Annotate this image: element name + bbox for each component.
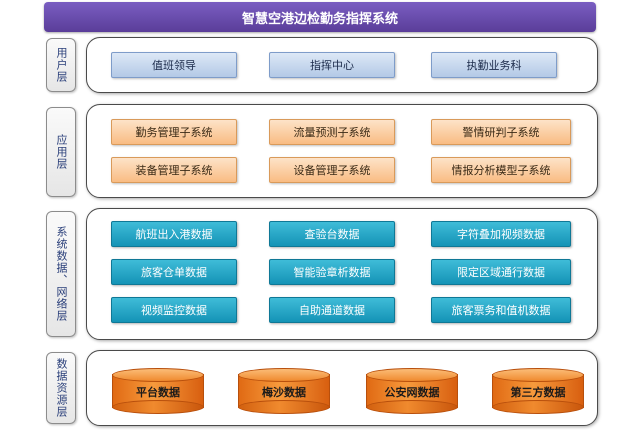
database-platform[interactable]: 平台数据 — [112, 368, 204, 414]
module-overlay-video-data[interactable]: 字符叠加视频数据 — [431, 221, 571, 247]
module-flow-forecast[interactable]: 流量预测子系统 — [269, 119, 395, 145]
layer-label-user: 用户层 — [46, 38, 76, 92]
layer-label-data-resource: 数据资源层 — [46, 352, 76, 424]
layer-label-application: 应用层 — [46, 107, 76, 197]
layer-label-data-network: 系统数据、网络层 — [46, 211, 76, 337]
database-meisha[interactable]: 梅沙数据 — [238, 368, 330, 414]
module-video-monitor-data[interactable]: 视频监控数据 — [111, 297, 237, 323]
layer-application: 勤务管理子系统 流量预测子系统 警情研判子系统 装备管理子系统 设备管理子系统 … — [86, 104, 598, 198]
database-third-party[interactable]: 第三方数据 — [492, 368, 584, 414]
database-icon — [112, 368, 204, 382]
module-equipment-management[interactable]: 装备管理子系统 — [111, 157, 237, 183]
module-duty-business-dept[interactable]: 执勤业务科 — [431, 52, 557, 78]
module-command-center[interactable]: 指挥中心 — [269, 52, 395, 78]
module-inspection-desk-data[interactable]: 查验台数据 — [269, 221, 395, 247]
database-icon — [238, 368, 330, 382]
module-flight-data[interactable]: 航班出入港数据 — [111, 221, 237, 247]
database-public-security[interactable]: 公安网数据 — [366, 368, 458, 414]
module-alert-analysis[interactable]: 警情研判子系统 — [431, 119, 571, 145]
module-restricted-area-data[interactable]: 限定区域通行数据 — [431, 259, 571, 285]
layer-data-network: 航班出入港数据 查验台数据 字符叠加视频数据 旅客仓单数据 智能验章析数据 限定… — [86, 208, 598, 340]
module-smart-stamp-data[interactable]: 智能验章析数据 — [269, 259, 395, 285]
module-intel-analysis-model[interactable]: 情报分析模型子系统 — [431, 157, 571, 183]
module-ticketing-checkin-data[interactable]: 旅客票务和值机数据 — [431, 297, 571, 323]
database-icon — [492, 368, 584, 382]
database-icon — [366, 368, 458, 382]
system-title: 智慧空港边检勤务指挥系统 — [44, 2, 596, 32]
module-duty-leader[interactable]: 值班领导 — [111, 52, 237, 78]
module-device-management[interactable]: 设备管理子系统 — [269, 157, 395, 183]
module-duty-management[interactable]: 勤务管理子系统 — [111, 119, 237, 145]
module-self-service-channel[interactable]: 自助通道数据 — [269, 297, 395, 323]
module-passenger-manifest[interactable]: 旅客仓单数据 — [111, 259, 237, 285]
layer-user: 值班领导 指挥中心 执勤业务科 — [86, 37, 598, 93]
